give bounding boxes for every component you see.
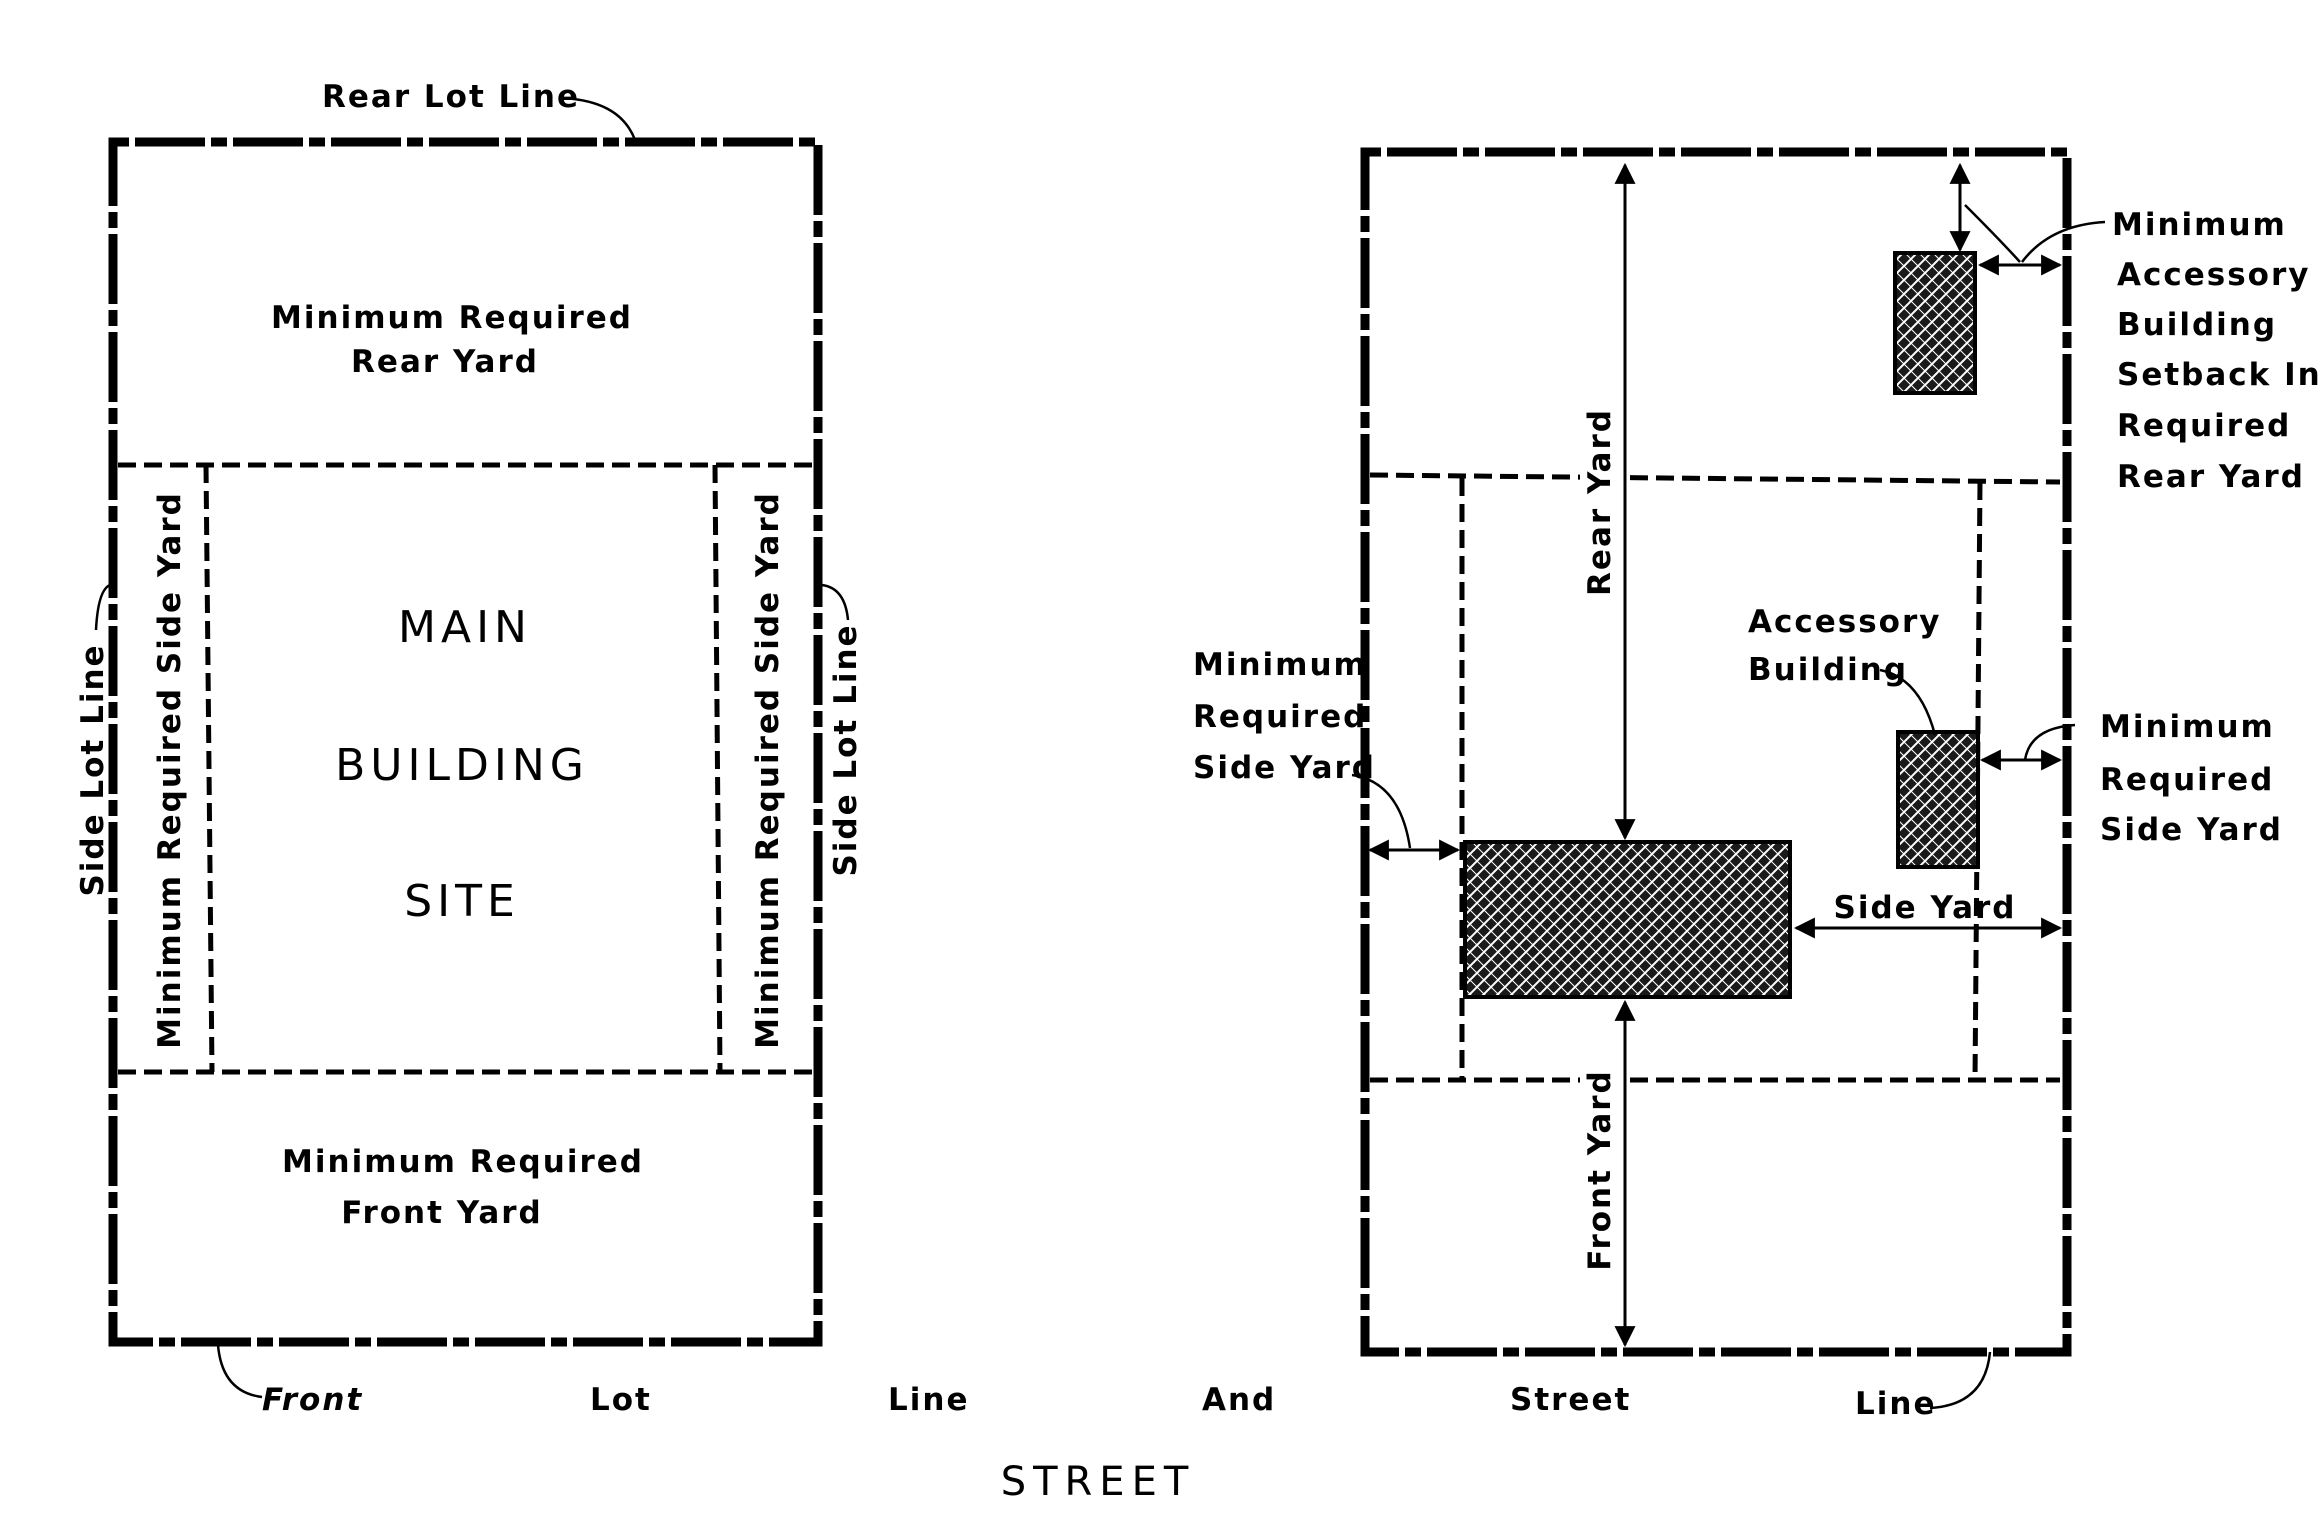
building-site-label-3: SITE [404, 876, 520, 927]
front-lot-line-word-1: Front [262, 1382, 363, 1418]
right-rear-yard-line [1369, 472, 2061, 485]
svg-text:Accessory: Accessory [2117, 257, 2310, 293]
svg-text:Minimum: Minimum [2112, 207, 2287, 243]
left-side-yard-line-right [712, 464, 723, 1073]
accessory-setback-label: Minimum Accessory Building Setback In Re… [2112, 207, 2322, 495]
rear-yard-label-bg [1580, 405, 1622, 595]
left-side-lot-line-leader-left [94, 583, 111, 631]
building-site-label-2: BUILDING [335, 740, 589, 791]
left-rear-lot-line-leader [559, 96, 637, 141]
svg-text:Required: Required [1193, 699, 1367, 735]
svg-text:Building: Building [2117, 307, 2277, 343]
left-lot-diagram: Rear Lot Line Minimum Required Rear Yard… [75, 79, 864, 1399]
right-lot-diagram: Rear Yard Front Yard Side Yard Minimum A… [1193, 147, 2322, 1410]
rear-yard-label: Rear Yard [1582, 408, 1618, 596]
accessory-building-leader [1879, 668, 1937, 736]
front-lot-line-word-4: And [1202, 1382, 1276, 1418]
front-yard-label-bg [1580, 1070, 1622, 1270]
front-lot-line-word-6: Line [1855, 1386, 1936, 1422]
street-line-leader [1929, 1351, 1992, 1410]
svg-text:Side Yard: Side Yard [2100, 812, 2283, 848]
accessory-building-label-2: Building [1748, 652, 1908, 688]
street-label: STREET [1001, 1459, 1196, 1505]
left-front-yard-label-2: Front Yard [341, 1195, 542, 1231]
min-side-yard-right-leader [2023, 723, 2076, 761]
svg-text:Minimum: Minimum [2100, 709, 2275, 745]
left-rear-yard-label-1: Minimum Required [271, 300, 633, 336]
accessory-building-side [1896, 730, 1980, 869]
left-side-yard-label-right: Minimum Required Side Yard [750, 491, 786, 1049]
accessory-building-label-1: Accessory [1748, 604, 1941, 640]
building-site-label-1: MAIN [398, 602, 532, 653]
front-lot-line-word-2: Lot [590, 1382, 652, 1418]
accessory-setback-leader [1964, 204, 2106, 263]
front-lot-line-word-5: Street [1510, 1382, 1631, 1418]
left-side-lot-line-label-right: Side Lot Line [828, 623, 864, 876]
front-lot-line-and-street-line-label: Front Lot Line And Street Line [262, 1382, 1936, 1422]
front-lot-line-word-3: Line [888, 1382, 969, 1418]
side-yard-label: Side Yard [1834, 890, 2017, 926]
right-lot-boundary [1360, 147, 2072, 1357]
svg-text:Required: Required [2117, 408, 2291, 444]
left-lot-boundary [108, 137, 823, 1347]
svg-text:Setback In: Setback In [2117, 357, 2322, 393]
front-lot-line-leader [216, 1344, 263, 1399]
min-side-yard-left-label: Minimum Required Side Yard [1193, 647, 1376, 786]
svg-text:Rear Yard: Rear Yard [2117, 459, 2305, 495]
left-side-yard-line-left [203, 464, 215, 1073]
left-front-yard-label-1: Minimum Required [282, 1144, 644, 1180]
svg-text:Required: Required [2100, 762, 2274, 798]
left-rear-yard-label-2: Rear Yard [351, 344, 539, 380]
left-rear-lot-line-label: Rear Lot Line [322, 79, 580, 115]
left-side-yard-label-left: Minimum Required Side Yard [152, 491, 188, 1049]
svg-text:Minimum: Minimum [1193, 647, 1368, 683]
accessory-building-rear [1893, 251, 1977, 395]
left-side-lot-line-label-left: Side Lot Line [75, 643, 111, 896]
front-yard-label: Front Yard [1582, 1069, 1618, 1270]
main-building [1463, 840, 1792, 999]
left-side-lot-line-leader-right [821, 583, 850, 621]
min-side-yard-right-label: Minimum Required Side Yard [2100, 709, 2283, 848]
min-side-yard-left-leader [1351, 773, 1412, 849]
svg-text:Side Yard: Side Yard [1193, 750, 1376, 786]
